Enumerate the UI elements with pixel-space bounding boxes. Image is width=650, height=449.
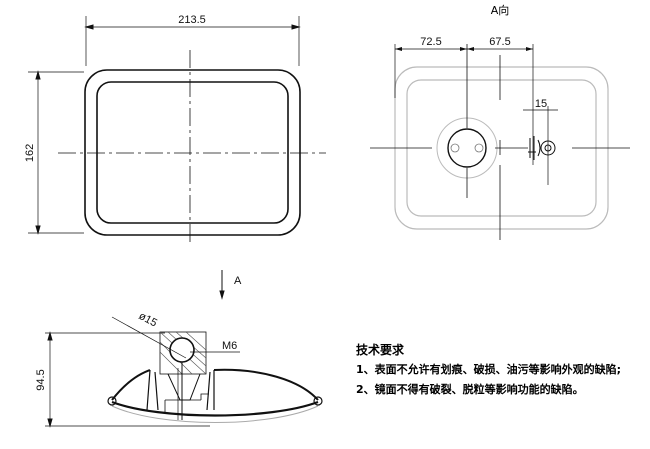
housing: [159, 331, 207, 375]
front-view: [28, 16, 326, 246]
front-outer-outline: [84, 69, 301, 236]
shell-left-top: [111, 369, 151, 401]
thread-dim: M6: [222, 340, 237, 352]
note-item: 2、镜面不得有破裂、脱粒等影响功能的缺陷。: [356, 383, 584, 396]
note-item: 1、表面不允许有划痕、破损、油污等影响外观的缺陷;: [356, 363, 622, 376]
shell-right-top: [213, 368, 319, 401]
ball-diameter-dim: ø15: [137, 310, 159, 330]
front-inner-outline: [96, 81, 289, 224]
notes-title: 技术要求: [356, 343, 405, 357]
front-height-dim: 162: [24, 144, 36, 162]
view-arrow-label: A: [234, 275, 242, 287]
section-view: [45, 316, 323, 428]
screw-detail-icon: [528, 136, 556, 160]
a-view-dim-small: 15: [535, 98, 547, 110]
mount-boss: [447, 128, 487, 168]
a-view-dim-right: 67.5: [489, 36, 510, 48]
front-width-dim: 213.5: [178, 14, 206, 26]
a-view-title: A向: [491, 3, 510, 17]
section-height-dim: 94.5: [35, 369, 47, 390]
a-view: [370, 44, 630, 240]
technical-requirements: 技术要求 1、表面不允许有划痕、破损、油污等影响外观的缺陷; 2、镜面不得有破裂…: [356, 340, 621, 400]
view-arrow-icon: [219, 270, 225, 300]
a-view-dim-left: 72.5: [420, 36, 441, 48]
mirror-surface: [111, 400, 319, 417]
ball-joint: [169, 337, 195, 363]
